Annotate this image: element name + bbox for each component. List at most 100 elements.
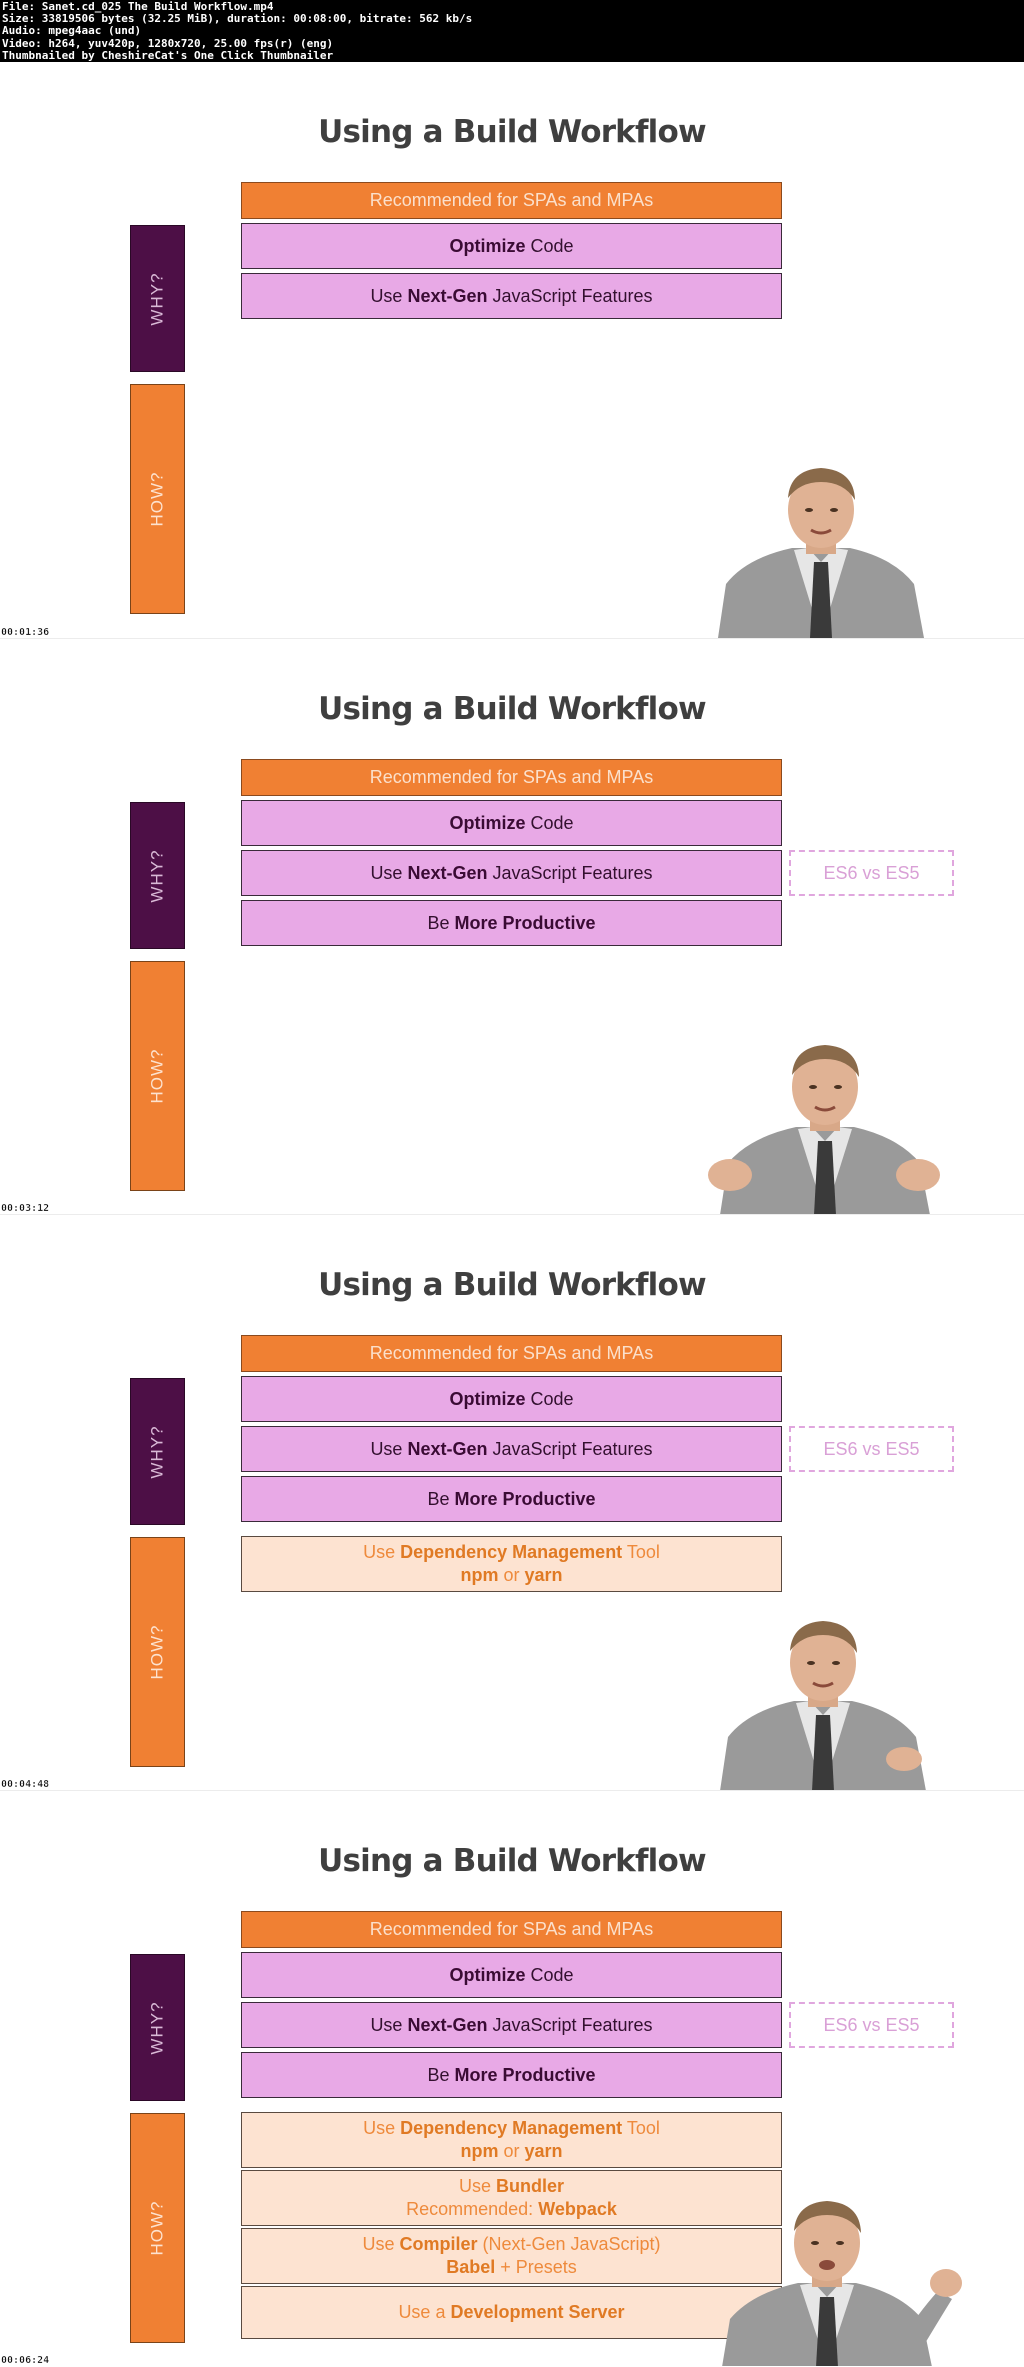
productive-box: Be More Productive [241,900,782,946]
slide-title: Using a Build Workflow [318,1267,706,1303]
compiler-box: Use Compiler (Next-Gen JavaScript) Babel… [241,2228,782,2284]
productive-bold: More Productive [454,912,596,933]
npm-text: npm [460,2141,499,2161]
dependency-bold: Dependency Management [400,1542,623,1562]
recommended-text: Recommended for SPAs and MPAs [369,1343,654,1363]
recommended-text: Recommended for SPAs and MPAs [369,1919,654,1939]
productive-pre: Be [427,1488,455,1509]
optimize-box: Optimize Code [241,1376,782,1422]
why-label-bar: WHY? [130,225,185,372]
nextgen-bold: Next-Gen [407,285,488,306]
nextgen-rest: JavaScript Features [487,285,653,306]
recommended-box: Recommended for SPAs and MPAs [241,182,782,219]
nextgen-box: Use Next-Gen JavaScript Features [241,1426,782,1472]
dependency-rest: Tool [622,1542,660,1562]
webpack-text: Webpack [538,2199,617,2219]
es-compare-text: ES6 vs ES5 [823,1438,920,1459]
why-label: WHY? [147,271,167,326]
yarn-text: yarn [524,1565,563,1585]
npm-text: npm [460,1565,499,1585]
dependency-bold: Dependency Management [400,2118,623,2138]
nextgen-bold: Next-Gen [407,2014,488,2035]
or-text: or [498,2141,525,2161]
why-label: WHY? [147,1424,167,1479]
presenter-video [708,1045,940,1214]
compiler-bold: Compiler [399,2234,478,2254]
productive-pre: Be [427,912,455,933]
slide-title: Using a Build Workflow [318,114,706,150]
nextgen-box: Use Next-Gen JavaScript Features [241,273,782,319]
nextgen-rest: JavaScript Features [487,2014,653,2035]
optimize-bold: Optimize [449,235,526,256]
bundler-bold: Bundler [496,2176,565,2196]
nextgen-box: Use Next-Gen JavaScript Features [241,2002,782,2048]
bundler-pre: Use [458,2176,496,2196]
timestamp: 00:01:36 [1,627,50,638]
recommended-pre: Recommended: [406,2199,539,2219]
nextgen-rest: JavaScript Features [487,862,653,883]
productive-bold: More Productive [454,1488,596,1509]
optimize-bold: Optimize [449,1964,526,1985]
compiler-rest: (Next-Gen JavaScript) [477,2234,661,2254]
nextgen-bold: Next-Gen [407,862,488,883]
compiler-pre: Use [362,2234,400,2254]
timestamp: 00:03:12 [1,1203,50,1214]
nextgen-rest: JavaScript Features [487,1438,653,1459]
es-compare-box: ES6 vs ES5 [789,850,954,896]
nextgen-bold: Next-Gen [407,1438,488,1459]
devserver-bold: Development Server [450,2302,625,2322]
recommended-box: Recommended for SPAs and MPAs [241,1335,782,1372]
how-label-bar: HOW? [130,2113,185,2343]
nextgen-pre: Use [370,1438,408,1459]
file-info-line: File: Sanet.cd_025 The Build Workflow.mp… [2,0,274,13]
optimize-rest: Code [525,235,574,256]
why-label: WHY? [147,2000,167,2055]
thumbnailer-line: Thumbnailed by CheshireCat's One Click T… [2,48,334,62]
slide-title: Using a Build Workflow [318,1843,706,1879]
why-label: WHY? [147,848,167,903]
video-frame-2: Using a Build Workflow Recommended for S… [0,638,1024,1214]
presenter-video [718,468,924,638]
audio-info-line: Audio: mpeg4aac (und) [2,24,142,38]
nextgen-pre: Use [370,2014,408,2035]
productive-box: Be More Productive [241,2052,782,2098]
timestamp: 00:04:48 [1,1779,50,1790]
how-label: HOW? [147,2200,167,2256]
recommended-box: Recommended for SPAs and MPAs [241,1911,782,1948]
dependency-pre: Use [363,2118,401,2138]
video-frame-3: Using a Build Workflow Recommended for S… [0,1214,1024,1790]
devserver-box: Use a Development Server [241,2286,782,2339]
optimize-rest: Code [525,1964,574,1985]
why-label-bar: WHY? [130,802,185,949]
how-label-bar: HOW? [130,384,185,614]
how-label: HOW? [147,471,167,527]
devserver-pre: Use a [398,2302,451,2322]
how-label-bar: HOW? [130,961,185,1191]
productive-bold: More Productive [454,2064,596,2085]
or-text: or [498,1565,525,1585]
how-label-bar: HOW? [130,1537,185,1767]
optimize-bold: Optimize [449,812,526,833]
es-compare-box: ES6 vs ES5 [789,2002,954,2048]
file-info-header: File: Sanet.cd_025 The Build Workflow.mp… [0,0,1024,62]
es-compare-text: ES6 vs ES5 [823,2014,920,2035]
dependency-rest: Tool [622,2118,660,2138]
optimize-rest: Code [525,812,574,833]
nextgen-box: Use Next-Gen JavaScript Features [241,850,782,896]
nextgen-pre: Use [370,285,408,306]
recommended-text: Recommended for SPAs and MPAs [369,767,654,787]
babel-text: Babel [446,2257,496,2277]
bundler-box: Use Bundler Recommended: Webpack [241,2170,782,2226]
slide-title: Using a Build Workflow [318,691,706,727]
how-label: HOW? [147,1624,167,1680]
dependency-box: Use Dependency Management Tool npm or ya… [241,2112,782,2168]
presets-text: + Presets [495,2257,577,2277]
es-compare-text: ES6 vs ES5 [823,862,920,883]
recommended-text: Recommended for SPAs and MPAs [369,190,654,210]
why-label-bar: WHY? [130,1378,185,1525]
productive-pre: Be [427,2064,455,2085]
optimize-box: Optimize Code [241,800,782,846]
why-label-bar: WHY? [130,1954,185,2101]
how-label: HOW? [147,1048,167,1104]
size-info-line: Size: 33819506 bytes (32.25 MiB), durati… [2,12,473,26]
